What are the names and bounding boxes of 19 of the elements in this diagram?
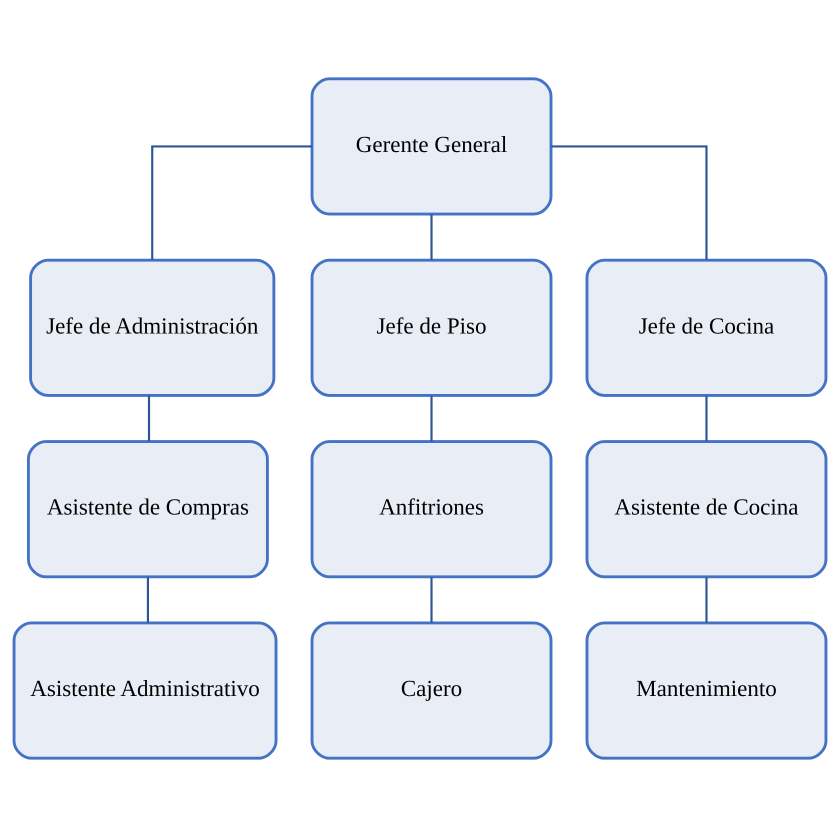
node-box: Gerente General <box>310 77 552 216</box>
connector <box>430 214 433 260</box>
node-box: Jefe de Administración <box>29 258 276 397</box>
connector <box>551 145 708 260</box>
connector <box>705 396 708 442</box>
node-box: Anfitriones <box>310 440 552 578</box>
node-box: Asistente de Cocina <box>586 440 828 578</box>
connector <box>430 396 433 442</box>
node-box: Asistente Administrativo <box>12 621 278 760</box>
node-box: Jefe de Cocina <box>586 258 828 397</box>
node-box: Jefe de Piso <box>310 258 552 397</box>
node-box: Asistente de Compras <box>27 440 269 578</box>
connector <box>705 577 708 623</box>
node-box: Cajero <box>310 621 552 760</box>
node-box: Mantenimiento <box>586 621 828 760</box>
connector <box>430 577 433 623</box>
connector <box>146 577 149 623</box>
connector <box>151 145 312 260</box>
connector <box>148 396 150 442</box>
